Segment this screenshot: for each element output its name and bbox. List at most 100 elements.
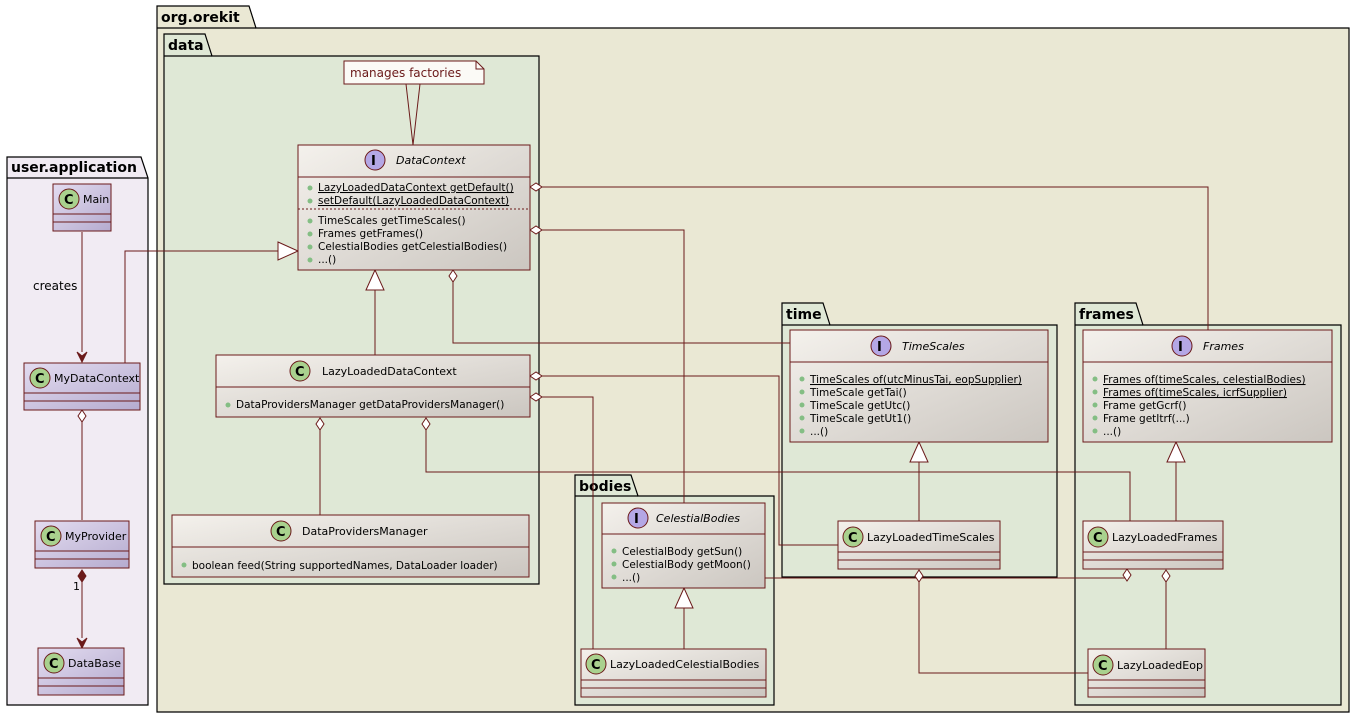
- aggregation-diamond: [529, 225, 543, 235]
- stereotype-c: C: [295, 365, 305, 380]
- interface-name: Frames: [1203, 340, 1244, 353]
- interface-name: DataContext: [396, 154, 466, 167]
- edge-lazydatacontext-lazytimescales: [542, 375, 838, 546]
- class-data-providers-manager[interactable]: C DataProvidersManager boolean feed(Stri…: [171, 514, 530, 578]
- aggregation-diamond: [421, 417, 431, 431]
- stereotype-i: I: [371, 154, 376, 169]
- class-lazy-loaded-eop[interactable]: C LazyLoadedEop: [1087, 648, 1206, 698]
- interface-celestial-bodies[interactable]: I CelestialBodies CelestialBody getSun()…: [601, 502, 766, 589]
- aggregation-diamond: [529, 392, 543, 402]
- interface-stereotype-icon: [870, 335, 892, 357]
- stereotype-c: C: [64, 193, 74, 208]
- package-title-bodies: bodies: [579, 479, 631, 495]
- member: CelestialBody getSun(): [622, 546, 742, 558]
- stereotype-i: I: [634, 512, 639, 527]
- class-name: LazyLoadedFrames: [1112, 531, 1218, 544]
- class-lazy-loaded-celestial-bodies[interactable]: C LazyLoadedCelestialBodies: [580, 648, 767, 698]
- edge-mydatacontext-implements-datacontext: [124, 250, 278, 364]
- aggregation-diamond: [529, 371, 543, 381]
- stereotype-c: C: [276, 525, 286, 540]
- class-name: LazyLoadedCelestialBodies: [610, 658, 760, 671]
- generalization-arrow: [674, 586, 694, 609]
- realization-arrow: [277, 241, 300, 261]
- edge-datacontext-timescales: [452, 282, 790, 344]
- member: ...(): [810, 426, 828, 438]
- interface-stereotype-icon: [364, 149, 386, 171]
- interface-name: CelestialBodies: [656, 512, 740, 525]
- package-title-time: time: [786, 307, 822, 323]
- stereotype-c: C: [591, 658, 601, 673]
- static-member: Frames of(timeScales, celestialBodies): [1103, 374, 1306, 386]
- class-stereotype-icon: [40, 525, 62, 547]
- class-lazy-loaded-frames[interactable]: C LazyLoadedFrames: [1082, 520, 1224, 570]
- class-name: DataBase: [68, 657, 121, 670]
- class-name: DataProvidersManager: [302, 525, 428, 538]
- class-main[interactable]: C Main: [52, 183, 112, 232]
- composition-diamond: [77, 569, 87, 583]
- arrow-head-database: [76, 637, 88, 650]
- edge-lazytimescales-lazyeop: [918, 582, 1088, 674]
- class-lazy-loaded-time-scales[interactable]: C LazyLoadedTimeScales: [837, 520, 1001, 570]
- interface-data-context[interactable]: I DataContext LazyLoadedDataContext getD…: [297, 144, 531, 271]
- edge-lazydatacontext-lazyframes: [425, 430, 1131, 521]
- member: Frame getItrf(...): [1103, 413, 1190, 425]
- class-name: LazyLoadedTimeScales: [867, 531, 995, 544]
- class-name: LazyLoadedEop: [1117, 659, 1203, 672]
- note-text: manages factories: [350, 66, 461, 80]
- member: TimeScales getTimeScales(): [317, 215, 466, 227]
- interface-time-scales[interactable]: I TimeScales TimeScales of(utcMinusTai, …: [789, 329, 1049, 443]
- member: TimeScale getUtc(): [809, 400, 910, 412]
- arrow-head-creates: [76, 351, 88, 364]
- member: Frame getGcrf(): [1103, 400, 1186, 412]
- aggregation-diamond: [914, 569, 924, 583]
- edge-datacontext-frames: [542, 186, 1209, 330]
- class-my-provider[interactable]: C MyProvider: [34, 520, 130, 569]
- package-title-user: user.application: [11, 160, 137, 176]
- aggregation-diamond: [315, 417, 325, 431]
- aggregation-diamond: [448, 269, 458, 283]
- class-my-data-context[interactable]: C MyDataContext: [23, 362, 141, 411]
- class-stereotype-icon: [289, 360, 311, 382]
- generalization-arrow: [909, 440, 929, 463]
- member: ...(): [1103, 426, 1121, 438]
- class-stereotype-icon: [270, 520, 292, 542]
- package-data: data: [163, 33, 540, 585]
- member: TimeScale getUt1(): [809, 413, 911, 425]
- class-stereotype-icon: [842, 526, 864, 548]
- class-stereotype-icon: [58, 188, 80, 210]
- interface-frames[interactable]: I Frames Frames of(timeScales, celestial…: [1082, 329, 1333, 443]
- aggregation-diamond: [1122, 568, 1132, 582]
- class-stereotype-icon: [43, 652, 65, 674]
- class-name: Main: [83, 193, 109, 206]
- package-title-orekit: org.orekit: [161, 10, 240, 26]
- edge-label-creates: creates: [33, 279, 77, 293]
- edge-datacontext-celestialbodies: [542, 229, 685, 503]
- stereotype-c: C: [35, 372, 45, 387]
- stereotype-c: C: [49, 657, 59, 672]
- class-name: LazyLoadedDataContext: [322, 365, 457, 378]
- edge-lazydatacontext-lazycelestialbodies: [542, 396, 594, 650]
- member: ...(): [622, 572, 640, 584]
- generalization-arrow: [365, 268, 385, 291]
- stereotype-c: C: [46, 530, 56, 545]
- class-name: MyProvider: [65, 530, 127, 543]
- class-stereotype-icon: [585, 653, 607, 675]
- class-database[interactable]: C DataBase: [37, 647, 125, 696]
- member: CelestialBody getMoon(): [622, 559, 751, 571]
- class-stereotype-icon: [29, 367, 51, 389]
- stereotype-i: I: [1178, 340, 1183, 355]
- member: ...(): [318, 254, 336, 266]
- package-title-data: data: [168, 38, 204, 54]
- class-lazy-loaded-data-context[interactable]: C LazyLoadedDataContext DataProvidersMan…: [215, 354, 531, 418]
- class-name: MyDataContext: [54, 372, 140, 385]
- static-member: Frames of(timeScales, icrfSupplier): [1103, 387, 1287, 399]
- package-user-application: user.application: [6, 156, 149, 706]
- static-member: TimeScales of(utcMinusTai, eopSupplier): [809, 374, 1022, 386]
- member: CelestialBodies getCelestialBodies(): [318, 241, 507, 253]
- note-manages-factories: manages factories: [343, 60, 485, 85]
- aggregation-diamond: [529, 182, 543, 192]
- class-stereotype-icon: [1092, 654, 1114, 676]
- multiplicity-one: 1: [73, 580, 80, 593]
- package-title-frames: frames: [1079, 307, 1134, 323]
